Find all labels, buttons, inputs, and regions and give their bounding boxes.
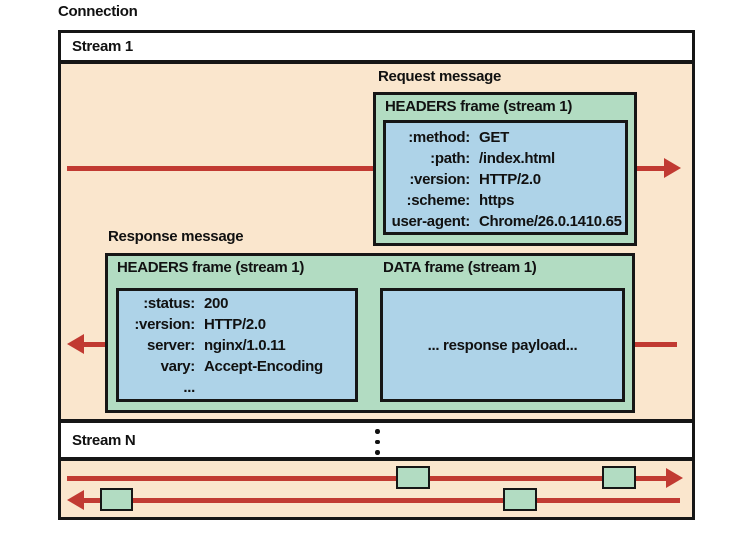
streamN-request-arrowhead-icon <box>666 468 683 488</box>
frame-chip <box>503 488 537 511</box>
response-arrowhead-icon <box>67 334 84 354</box>
header-key: :version: <box>134 316 195 333</box>
header-row: :status: 200 <box>119 293 355 314</box>
request-headers-box: :method: GET :path: /index.html :version… <box>383 120 628 235</box>
response-data-frame-title: DATA frame (stream 1) <box>383 259 537 276</box>
response-arrow-line <box>83 342 107 347</box>
request-headers-frame: HEADERS frame (stream 1) :method: GET :p… <box>373 92 637 246</box>
stream1-label: Stream 1 <box>72 38 133 55</box>
response-arrow-line <box>635 342 677 347</box>
header-row: :method: GET <box>386 127 625 148</box>
streamN-label: Stream N <box>72 431 136 449</box>
header-key: :status: <box>143 295 195 312</box>
header-value: Accept-Encoding <box>204 358 323 375</box>
header-value: nginx/1.0.11 <box>204 337 286 354</box>
request-arrow-line <box>637 166 665 171</box>
frame-chip <box>100 488 133 511</box>
request-frame-title: HEADERS frame (stream 1) <box>385 98 573 115</box>
response-frames: HEADERS frame (stream 1) DATA frame (str… <box>105 253 635 413</box>
header-ellipsis: ... <box>183 379 195 396</box>
header-key: server: <box>147 337 195 354</box>
header-row: user-agent: Chrome/26.0.1410.65 <box>386 211 625 232</box>
streamN-response-arrow-line <box>84 498 680 503</box>
header-key: :path: <box>430 150 470 167</box>
streamN-content <box>58 458 695 520</box>
frame-chip <box>602 466 636 489</box>
header-row: :path: /index.html <box>386 148 625 169</box>
header-value: 200 <box>204 295 229 312</box>
header-value: /index.html <box>479 150 555 167</box>
connection-label: Connection <box>58 3 138 20</box>
header-key: vary: <box>160 358 196 375</box>
response-message-label: Response message <box>108 228 244 245</box>
request-arrow-line <box>67 166 373 171</box>
response-headers-frame-title: HEADERS frame (stream 1) <box>117 259 305 276</box>
stream1-bar: Stream 1 <box>58 30 695 63</box>
header-key: :scheme: <box>406 192 471 209</box>
streamN-response-arrowhead-icon <box>67 490 84 510</box>
header-ellipsis-row: ... <box>119 377 355 398</box>
vertical-ellipsis-icon <box>375 426 380 458</box>
header-row: :version: HTTP/2.0 <box>386 169 625 190</box>
response-payload-text: ... response payload... <box>427 336 578 354</box>
header-value: GET <box>479 129 509 146</box>
connection-box: Stream 1 Request message HEADERS frame (… <box>58 30 695 521</box>
header-row: :version: HTTP/2.0 <box>119 314 355 335</box>
frame-chip <box>396 466 430 489</box>
header-value: HTTP/2.0 <box>204 316 266 333</box>
header-value: https <box>479 192 515 209</box>
header-value: HTTP/2.0 <box>479 171 541 188</box>
streamN-bar: Stream N <box>58 420 695 460</box>
header-row: vary: Accept-Encoding <box>119 356 355 377</box>
request-message-label: Request message <box>378 68 502 85</box>
header-row: :scheme: https <box>386 190 625 211</box>
header-row: server: nginx/1.0.11 <box>119 335 355 356</box>
request-arrowhead-icon <box>664 158 681 178</box>
header-key: :method: <box>408 129 470 146</box>
header-value: Chrome/26.0.1410.65 <box>479 213 622 230</box>
header-key: :version: <box>409 171 470 188</box>
streamN-request-arrow-line <box>67 476 667 481</box>
response-data-box: ... response payload... <box>380 288 625 402</box>
response-headers-box: :status: 200 :version: HTTP/2.0 server: … <box>116 288 358 402</box>
header-key: user-agent: <box>391 213 471 230</box>
stream1-content: Request message HEADERS frame (stream 1)… <box>58 61 695 422</box>
